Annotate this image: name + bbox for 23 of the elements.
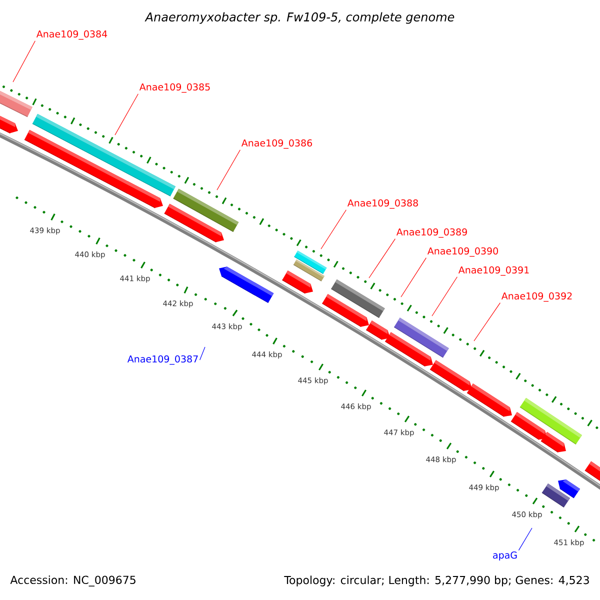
leader-line [12, 40, 36, 82]
leader-line [114, 94, 138, 136]
leader-line [518, 528, 532, 551]
gene-label: Anae109_0385 [139, 83, 210, 93]
gene-label: Anae109_0390 [427, 247, 498, 257]
leader-line [400, 258, 426, 298]
leader-line [432, 276, 458, 316]
gene-label: Anae109_0387 [127, 355, 198, 365]
footer-text: Topology: circular; Length: 5,277,990 bp; Genes: 4,523 [284, 576, 589, 586]
gene-label: Anae109_0388 [347, 199, 418, 209]
leader-line [200, 346, 206, 360]
title: Anaeromyxobacter sp. Fw109-5, complete genome [144, 12, 454, 24]
leader-line [368, 238, 396, 278]
gene-label: Anae109_0386 [241, 139, 312, 149]
footer-text: Accession: NC_009675 [10, 576, 136, 586]
gene-label: Anae109_0389 [396, 228, 467, 238]
leader-line [216, 150, 240, 190]
gene-label: Anae109_0392 [501, 292, 572, 302]
gene-label: apaG [493, 552, 517, 561]
gene-label: Anae109_0384 [36, 30, 108, 40]
leader-line [320, 210, 346, 250]
leader-line [474, 302, 500, 342]
gene-label: Anae109_0391 [458, 266, 529, 276]
